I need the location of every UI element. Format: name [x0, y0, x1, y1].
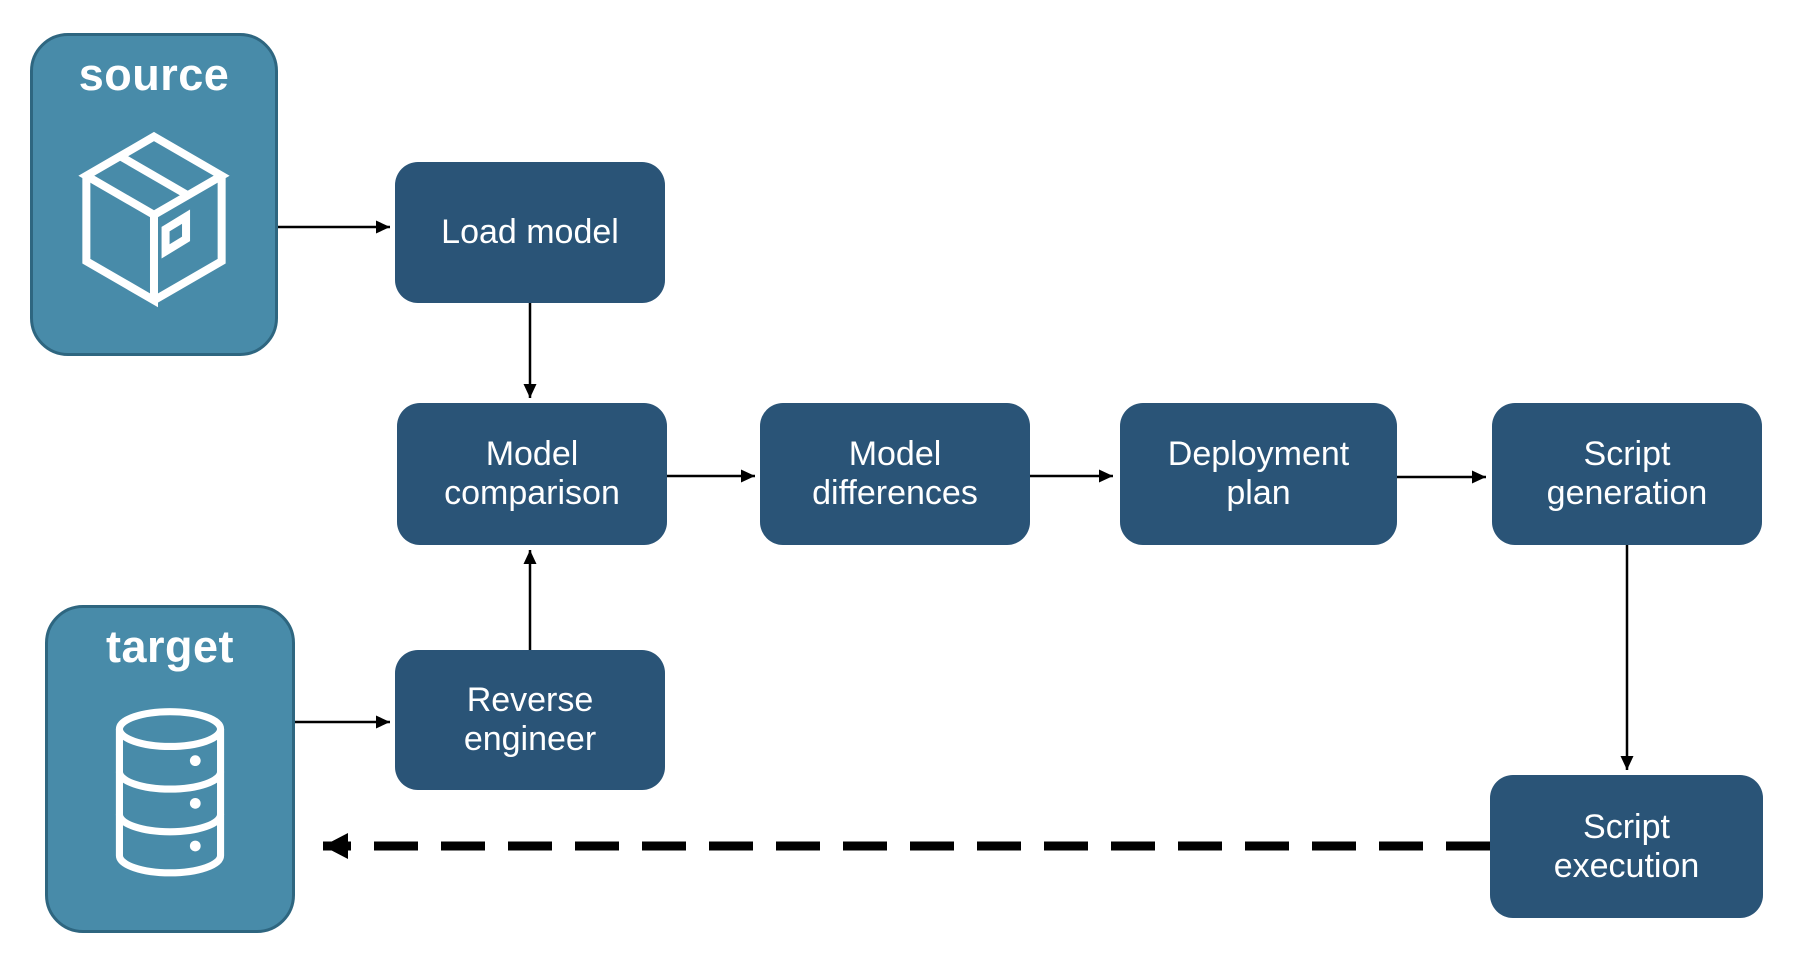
- node-load-model-label: Load model: [441, 213, 619, 252]
- endpoint-target-label: target: [105, 621, 235, 672]
- endpoint-target: target: [45, 605, 295, 933]
- endpoint-source-label: source: [78, 49, 230, 100]
- package-icon: [33, 101, 275, 353]
- node-script-execution-label: Script execution: [1553, 807, 1700, 885]
- endpoint-source: source: [30, 33, 278, 356]
- node-model-comparison: Model comparison: [397, 403, 667, 545]
- node-deployment-plan-label: Deployment plan: [1167, 435, 1350, 512]
- node-model-differences: Model differences: [760, 403, 1030, 545]
- node-script-generation-label: Script generation: [1546, 435, 1708, 512]
- node-reverse-engineer: Reverse engineer: [395, 650, 665, 790]
- node-script-execution: Script execution: [1490, 775, 1763, 918]
- node-model-differences-label: Model differences: [812, 435, 978, 512]
- node-script-generation: Script generation: [1492, 403, 1762, 545]
- node-deployment-plan: Deployment plan: [1120, 403, 1397, 545]
- database-icon: [48, 673, 292, 930]
- node-model-comparison-label: Model comparison: [444, 435, 620, 512]
- node-load-model: Load model: [395, 162, 665, 303]
- node-reverse-engineer-label: Reverse engineer: [463, 681, 597, 758]
